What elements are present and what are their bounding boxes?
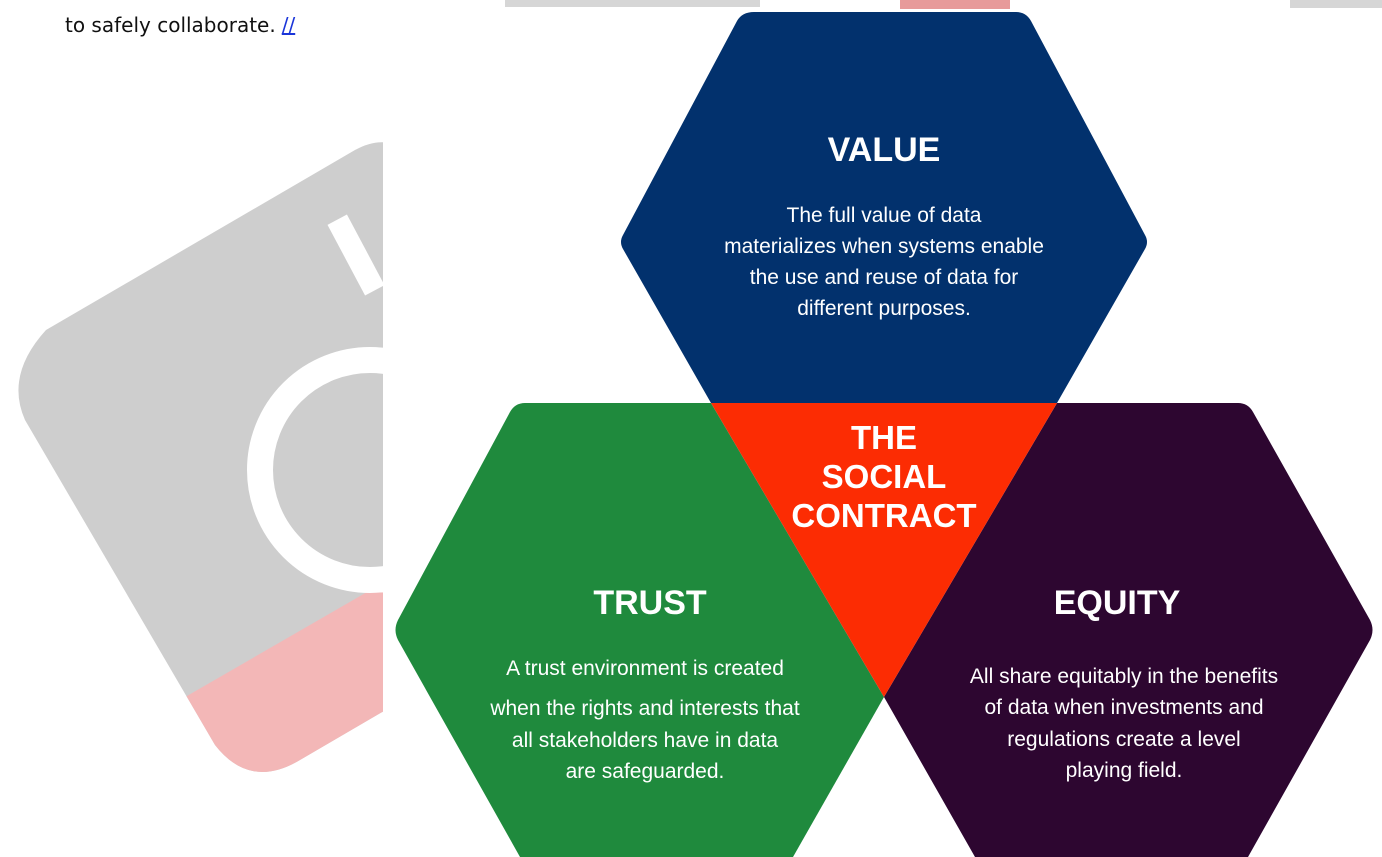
- equity-hexagon-shape: [884, 403, 1373, 857]
- intro-text-line: to safely collaborate.//: [65, 12, 295, 38]
- value-body-line-2: materializes when systems enable: [724, 235, 1044, 258]
- value-body-line-4: different purposes.: [797, 297, 971, 320]
- value-body-line-1: The full value of data: [787, 204, 982, 227]
- equity-body-line-4: playing field.: [1066, 759, 1183, 782]
- center-label-line-3: CONTRACT: [791, 497, 976, 534]
- trust-body-line-4: are safeguarded.: [566, 760, 725, 783]
- social-contract-center: THE SOCIAL CONTRACT: [711, 403, 1057, 697]
- equity-title: EQUITY: [1054, 584, 1181, 622]
- trust-hexagon-shape: [395, 403, 884, 857]
- center-label-line-1: THE: [851, 419, 917, 456]
- trust-title: TRUST: [593, 584, 707, 622]
- top-strip-fragments: [505, 0, 1382, 9]
- trust-body-line-3: all stakeholders have in data: [512, 729, 778, 752]
- background-ring: [247, 347, 383, 593]
- equity-body-line-3: regulations create a level: [1007, 728, 1240, 751]
- value-hexagon: VALUE The full value of data materialize…: [621, 12, 1147, 403]
- background-tile: [18, 142, 383, 772]
- center-label-line-2: SOCIAL: [822, 458, 947, 495]
- intro-text: to safely collaborate.: [65, 13, 276, 37]
- value-hexagon-shape: [621, 12, 1147, 403]
- value-body-line-3: the use and reuse of data for: [750, 266, 1019, 289]
- trust-body-line-2: when the rights and interests that: [489, 697, 800, 720]
- footnote-link[interactable]: //: [281, 13, 296, 37]
- equity-hexagon: EQUITY All share equitably in the benefi…: [884, 403, 1373, 857]
- background-tile-stripe: [140, 573, 383, 772]
- center-triangle: [711, 403, 1057, 697]
- value-title: VALUE: [828, 131, 941, 169]
- background-bar: [327, 214, 383, 296]
- trust-body-line-1: A trust environment is created: [506, 657, 784, 680]
- equity-body-line-1: All share equitably in the benefits: [970, 665, 1278, 688]
- equity-body-line-2: of data when investments and: [984, 696, 1263, 719]
- trust-hexagon: TRUST A trust environment is created whe…: [395, 403, 884, 857]
